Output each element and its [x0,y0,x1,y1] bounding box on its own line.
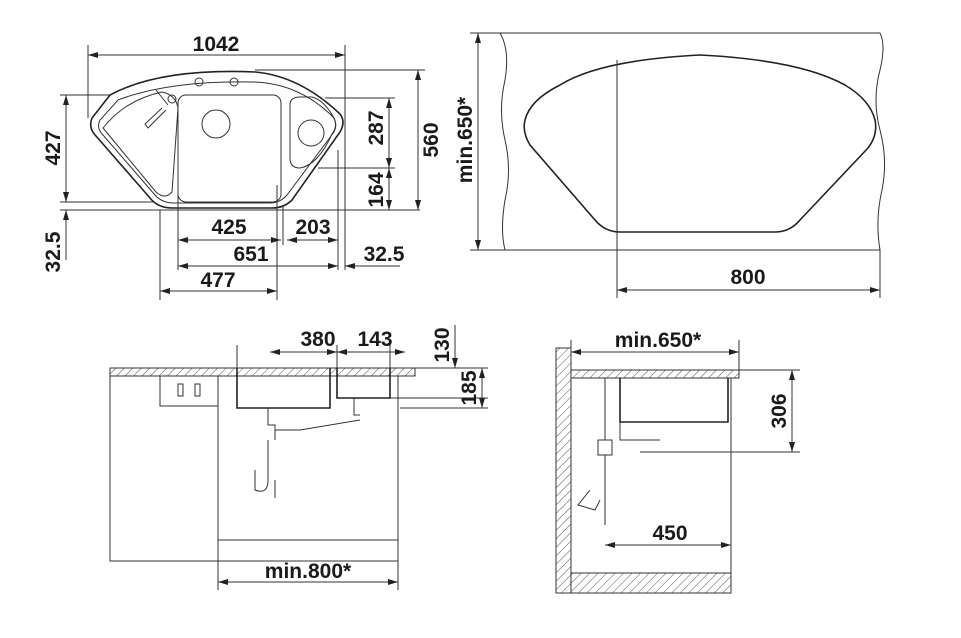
dim-427: 427 [42,130,65,165]
wall [555,347,572,594]
sink-footprint [523,54,877,233]
tap-hole-2 [229,77,239,87]
dim-651: 651 [233,243,268,266]
dim-560: 560 [420,122,443,157]
dim-130: 130 [431,327,454,362]
dim-32-5-left: 32.5 [42,231,65,272]
dim-203: 203 [295,216,330,239]
side-cabinet [109,375,219,562]
side-waste-pipes [577,378,660,525]
main-bowl-drain [201,109,231,139]
dim-143: 143 [357,328,392,351]
cabinet-outline [499,32,886,251]
dim-185: 185 [458,370,481,405]
bowl-sections [236,368,391,409]
dim-min-650-side: min.650* [615,329,702,352]
small-bowl [289,96,337,169]
waste-pipes [254,398,361,498]
dim-164: 164 [365,172,388,207]
dim-min-650-top: min.650* [454,96,477,183]
drainer-arm [144,89,169,129]
tap-hole-1 [194,77,204,87]
side-bowl [619,378,729,423]
sink-outline [89,70,344,209]
dim-425: 425 [211,216,246,239]
dim-306: 306 [768,393,791,428]
side-cabinet [570,377,732,574]
side-section: min.650* 306 450 [555,329,800,594]
dim-450: 450 [652,522,687,545]
main-bowl [177,94,282,203]
drawer-front [159,375,219,407]
small-bowl-drain [297,119,325,147]
sink-cabinet [217,375,399,562]
handle-2 [194,383,201,397]
handle-1 [177,383,184,397]
drain-hole [167,94,177,104]
cabinet-top-view: min.650* 800 [454,32,886,298]
side-worktop [570,369,740,379]
drainer-left [102,91,179,197]
dim-32-5-right: 32.5 [364,243,405,266]
dim-380: 380 [300,328,335,351]
dim-287: 287 [365,110,388,145]
dim-min-800: min.800* [265,560,352,583]
top-view: 1042 427 32.5 425 203 651 32.5 477 287 1… [42,33,443,300]
dim-477: 477 [200,269,235,292]
dim-800: 800 [730,266,765,289]
sink-inner-rim [98,81,337,204]
plinth [570,572,732,594]
worktop [109,367,416,377]
dim-1042: 1042 [193,33,240,56]
front-section: 380 143 130 185 min.800* [109,325,488,590]
